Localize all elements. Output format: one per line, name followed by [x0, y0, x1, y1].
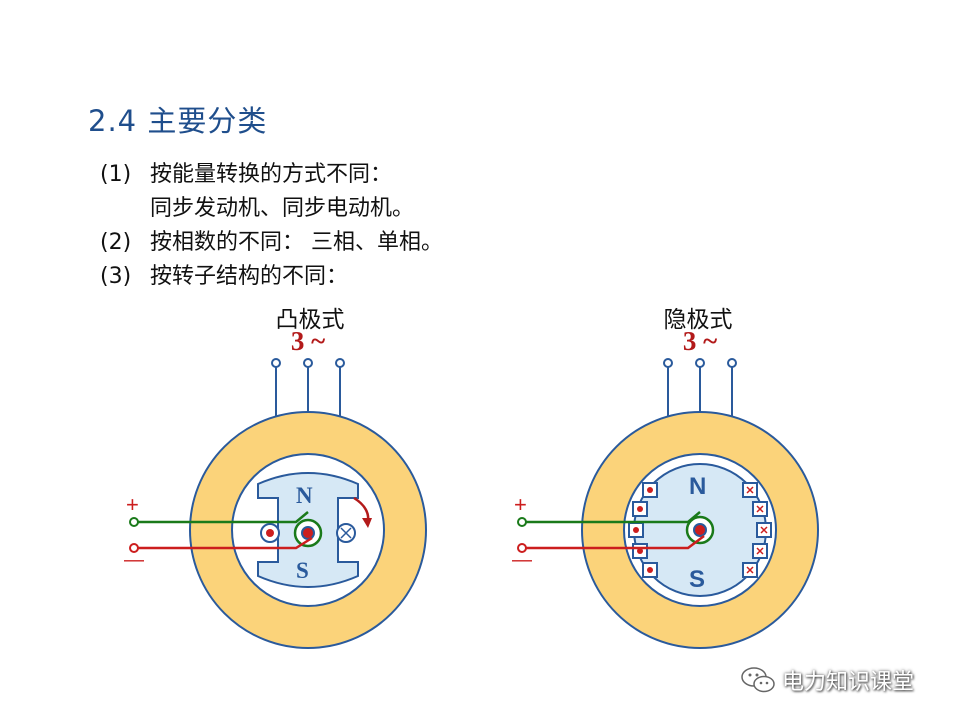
salient-north-label: N	[296, 483, 313, 508]
list-item: 同步发动机、同步电动机。	[150, 194, 414, 224]
wechat-icon	[741, 667, 775, 693]
salient-plus-label: +	[126, 492, 139, 517]
item-text: 同步发动机、同步电动机。	[150, 196, 415, 221]
cylindrical-plus-label: +	[514, 492, 527, 517]
item-text: 按能量转换的方式不同：	[150, 162, 393, 187]
salient-pole-title: 凸极式	[275, 307, 345, 333]
cylindrical-rotor-generator	[517, 358, 819, 649]
salient-south-label: S	[296, 558, 309, 583]
list-item: (3) 按转子结构的不同：	[100, 262, 348, 292]
watermark-text: 电力知识课堂	[782, 670, 915, 695]
item-text: 按转子结构的不同：	[150, 264, 349, 289]
dc-minus-lead	[134, 536, 313, 550]
item-text: 按相数的不同： 三相、单相。	[150, 230, 443, 255]
list-item: (2) 按相数的不同： 三相、单相。	[100, 228, 443, 258]
cylindrical-minus-label: —	[512, 549, 532, 571]
three-phase-terminals	[271, 358, 345, 420]
section-heading: 2.4 主要分类	[88, 104, 268, 138]
salient-phase-label: 3 ~	[290, 326, 326, 356]
watermark: 电力知识课堂	[740, 664, 914, 696]
dc-minus-lead	[522, 535, 705, 550]
item-number: (2)	[100, 230, 132, 255]
cylindrical-rotor-title: 隐极式	[663, 307, 733, 333]
list-item: (1) 按能量转换的方式不同：	[100, 160, 392, 190]
rotor-slot-crosses	[742, 482, 772, 578]
dc-plus-lead	[522, 511, 701, 524]
item-number: (1)	[100, 162, 132, 187]
dc-plus-lead	[134, 511, 309, 524]
field-conductor-cross	[336, 523, 356, 543]
field-conductor-dot	[260, 523, 280, 543]
cylindrical-south-label: S	[689, 566, 705, 593]
three-phase-terminals	[663, 358, 737, 420]
salient-pole-generator	[129, 358, 427, 649]
cylindrical-north-label: N	[689, 473, 706, 500]
salient-minus-label: —	[124, 549, 144, 571]
cylindrical-phase-label: 3 ~	[682, 326, 718, 356]
item-number: (3)	[100, 264, 132, 289]
